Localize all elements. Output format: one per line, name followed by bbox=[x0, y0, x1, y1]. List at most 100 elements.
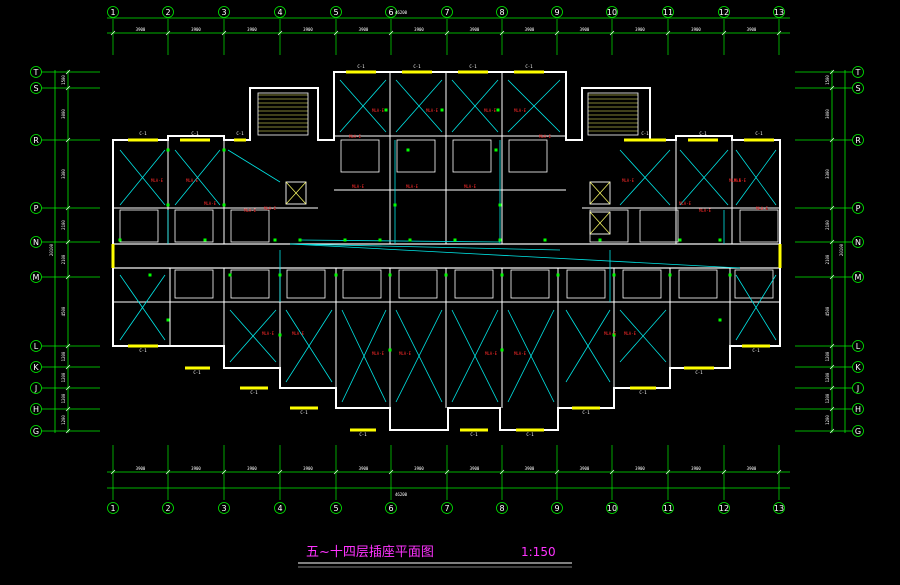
room-tag: MLA-E bbox=[349, 134, 362, 139]
wiring-run bbox=[119, 149, 166, 206]
overall-dim-top: 46200 bbox=[395, 10, 408, 15]
room-tag: MLA-E bbox=[699, 208, 712, 213]
row-axis-label-left: P bbox=[34, 204, 39, 213]
socket-wiring bbox=[118, 79, 777, 403]
dim-tick-bottom bbox=[221, 469, 227, 475]
dim-total-right: 20100 bbox=[839, 243, 844, 256]
row-axis-label-left: K bbox=[33, 363, 39, 372]
cubicle bbox=[566, 269, 606, 299]
socket-outlet bbox=[406, 148, 410, 152]
dim-text-bottom: 3900 bbox=[359, 466, 369, 471]
column-axis-bubble-top bbox=[551, 6, 563, 18]
wiring-run bbox=[735, 274, 777, 341]
cubicle bbox=[589, 209, 629, 243]
window-tag: C-1 bbox=[469, 64, 477, 69]
window-tag: C-1 bbox=[525, 64, 533, 69]
dim-text-left: 2100 bbox=[61, 254, 66, 264]
window-tag: C-1 bbox=[413, 64, 421, 69]
dim-text-left: 4500 bbox=[61, 306, 66, 316]
dim-tick-top bbox=[721, 30, 727, 36]
column-axis-label-bottom: 10 bbox=[607, 504, 617, 513]
socket-outlet bbox=[166, 318, 170, 322]
column-axis-bubble-top bbox=[162, 6, 174, 18]
elevator-cross bbox=[589, 211, 611, 235]
dim-text-bottom: 3900 bbox=[691, 466, 701, 471]
row-axis-label-right: R bbox=[855, 136, 861, 145]
row-axis-label-left: S bbox=[33, 84, 38, 93]
room-tag: MLA-E bbox=[264, 206, 277, 211]
dim-tick-right bbox=[829, 274, 835, 280]
socket-outlet bbox=[298, 238, 302, 242]
row-axis-label-left: T bbox=[33, 68, 39, 77]
cubicle bbox=[734, 269, 774, 299]
row-axis-bubble-left bbox=[30, 202, 42, 214]
room-tag: MLA-E bbox=[484, 108, 497, 113]
column-axis-bubble-bottom bbox=[662, 502, 674, 514]
column-axis-label-bottom: 2 bbox=[165, 504, 170, 513]
dim-tick-top bbox=[554, 30, 560, 36]
window-tag: C-1 bbox=[582, 410, 590, 415]
row-axis-bubble-right bbox=[852, 134, 864, 146]
dim-text-left: 1200 bbox=[61, 393, 66, 403]
column-axis-bubble-top bbox=[107, 6, 119, 18]
cubicle bbox=[739, 209, 779, 243]
dim-tick-right bbox=[829, 69, 835, 75]
dim-text-bottom: 3900 bbox=[303, 466, 313, 471]
elevator-cross bbox=[589, 181, 611, 205]
column-axis-label-bottom: 11 bbox=[663, 504, 673, 513]
wiring-run bbox=[507, 79, 561, 133]
drawing-title: 五~十四层插座平面图 bbox=[306, 545, 434, 560]
wiring-run bbox=[619, 149, 671, 206]
socket-outlet bbox=[278, 333, 282, 337]
drawing-scale: 1:150 bbox=[521, 545, 556, 559]
column-axis-bubble-bottom bbox=[551, 502, 563, 514]
socket-outlet bbox=[222, 148, 226, 152]
dim-tick-right bbox=[829, 428, 835, 434]
axis-grid-lines bbox=[42, 19, 852, 500]
room-tags: MLA-E MLA-E MLA-E MLA-E MLA-E MLA-E MLA-E MLA-E… bbox=[151, 108, 769, 356]
dim-text-bottom: 3900 bbox=[191, 466, 201, 471]
socket-outlet bbox=[612, 273, 616, 277]
wiring-run bbox=[299, 239, 501, 243]
column-axis-label-bottom: 1 bbox=[110, 504, 115, 513]
column-axis-label-top: 3 bbox=[221, 8, 226, 17]
room-tag: MLA-E bbox=[734, 178, 747, 183]
row-axis-bubble-left bbox=[30, 271, 42, 283]
socket-outlet bbox=[334, 273, 338, 277]
dim-tick-top bbox=[444, 30, 450, 36]
dim-tick-right bbox=[829, 385, 835, 391]
row-axis-label-right: M bbox=[855, 273, 862, 282]
dim-tick-top bbox=[609, 30, 615, 36]
wiring-run bbox=[565, 309, 611, 383]
cubicle bbox=[340, 139, 380, 173]
room-tag: MLA-E bbox=[292, 331, 305, 336]
column-axis-label-top: 9 bbox=[554, 8, 559, 17]
socket-outlet bbox=[384, 108, 388, 112]
row-axis-bubble-right bbox=[852, 271, 864, 283]
dim-tick-top bbox=[221, 30, 227, 36]
dim-text-top: 3900 bbox=[635, 27, 645, 32]
wiring-run bbox=[339, 79, 387, 133]
column-axis-bubble-top bbox=[218, 6, 230, 18]
room-tag: MLA-E bbox=[262, 331, 275, 336]
column-axis-label-bottom: 8 bbox=[499, 504, 504, 513]
wiring-run bbox=[507, 309, 555, 403]
wiring-run bbox=[289, 243, 741, 269]
dim-tick-bottom bbox=[554, 469, 560, 475]
wiring-run bbox=[735, 149, 777, 206]
cubicle bbox=[286, 269, 326, 299]
dim-tick-left bbox=[65, 343, 71, 349]
window-tag: C-1 bbox=[357, 64, 365, 69]
column-axis-bubble-top bbox=[662, 6, 674, 18]
dim-text-right: 3000 bbox=[825, 109, 830, 119]
dim-text-top: 3900 bbox=[747, 27, 757, 32]
row-axis-label-left: N bbox=[33, 238, 39, 247]
window-tag: C-1 bbox=[699, 131, 707, 136]
window-tag: C-1 bbox=[470, 432, 478, 437]
socket-outlet bbox=[378, 238, 382, 242]
column-axis-label-top: 7 bbox=[444, 8, 449, 17]
wiring-run bbox=[229, 309, 277, 363]
dim-tick-left bbox=[65, 428, 71, 434]
room-tag: MLA-E bbox=[514, 108, 527, 113]
